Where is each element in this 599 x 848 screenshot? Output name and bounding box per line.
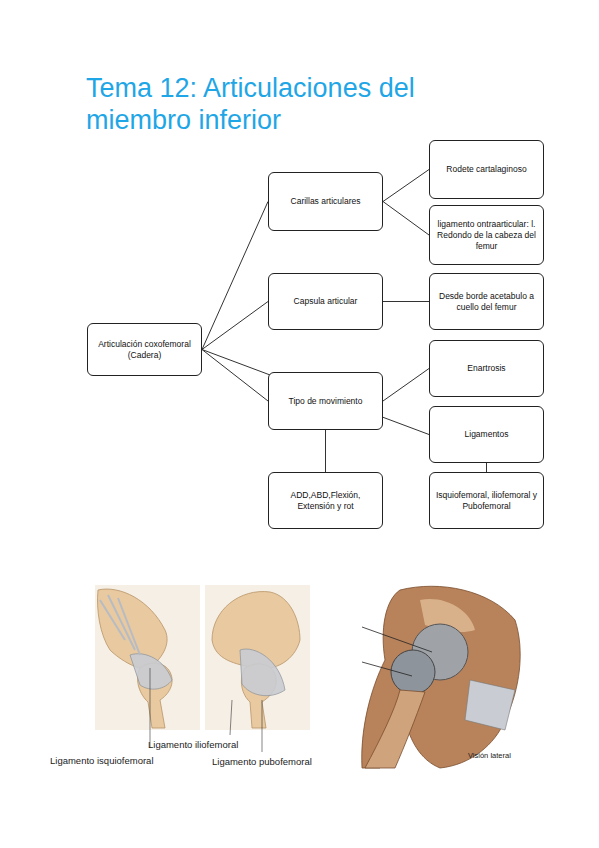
box-label: Rodete cartalaginoso [446, 164, 526, 175]
ligament [240, 649, 285, 696]
connector-line [486, 463, 487, 472]
box-label: Articulación coxofemoral (Cadera) [92, 339, 197, 361]
figure-label: Ligamento isquiofemoral [50, 755, 154, 766]
box-label: Ligamentos [465, 429, 509, 440]
lateral-hip-drawing [362, 586, 520, 768]
figure-label: Ligamento pubofemoral [212, 756, 312, 767]
box-label: Tipo de movimiento [289, 396, 363, 407]
box-label: Isquiofemoral, iliofemoral y Pubofemoral [434, 490, 539, 512]
box-label: Enartrosis [467, 363, 505, 374]
femur-neck [365, 690, 425, 768]
concept-box: Desde borde acetabulo a cuello del femur [429, 273, 544, 330]
posterior-hip-drawing [205, 585, 310, 752]
image-background [205, 585, 310, 730]
ligament [130, 654, 172, 689]
ligament-fibers [100, 595, 140, 655]
page-title: Tema 12: Articulaciones del miembro infe… [86, 72, 526, 136]
connector-line [383, 369, 429, 402]
leader-line [150, 668, 151, 748]
root-box: Articulación coxofemoral (Cadera) [87, 323, 202, 376]
connector-line [383, 301, 429, 302]
pelvis-bone [362, 586, 520, 768]
anterior-hip-drawing [95, 585, 200, 748]
leader-line [362, 627, 432, 652]
box-label: ligamento ontraarticular: l. Redondo de … [434, 219, 539, 252]
connector-line [202, 350, 268, 402]
connector-line [383, 202, 429, 236]
connector-line [325, 430, 326, 472]
leader-line [362, 662, 412, 676]
leader-line [262, 700, 263, 752]
box-label: ADD,ABD,Flexión, Extensión y rot [273, 490, 378, 512]
figure-label: Ligamento iliofemoral [148, 739, 238, 750]
connector-line [202, 202, 268, 350]
box-label: Capsula articular [294, 296, 358, 307]
concept-box: ligamento ontraarticular: l. Redondo de … [429, 205, 544, 265]
concept-box: Capsula articular [268, 273, 383, 330]
image-background [95, 585, 200, 730]
connector-line [202, 302, 268, 350]
concept-box: Rodete cartalaginoso [429, 140, 544, 199]
connector-line [202, 350, 429, 435]
obturator-membrane [465, 680, 515, 730]
concept-box: Tipo de movimiento [268, 372, 383, 430]
concept-box: Carillas articulares [268, 172, 383, 231]
concept-box: Isquiofemoral, iliofemoral y Pubofemoral [429, 472, 544, 529]
connector-line [383, 170, 429, 202]
concept-box: Enartrosis [429, 340, 544, 397]
box-label: Carillas articulares [291, 196, 361, 207]
concept-box: ADD,ABD,Flexión, Extensión y rot [268, 472, 383, 529]
figure-label: Visión lateral [468, 751, 511, 760]
leader-line [230, 700, 232, 735]
concept-box: Ligamentos [429, 406, 544, 463]
box-label: Desde borde acetabulo a cuello del femur [434, 291, 539, 313]
